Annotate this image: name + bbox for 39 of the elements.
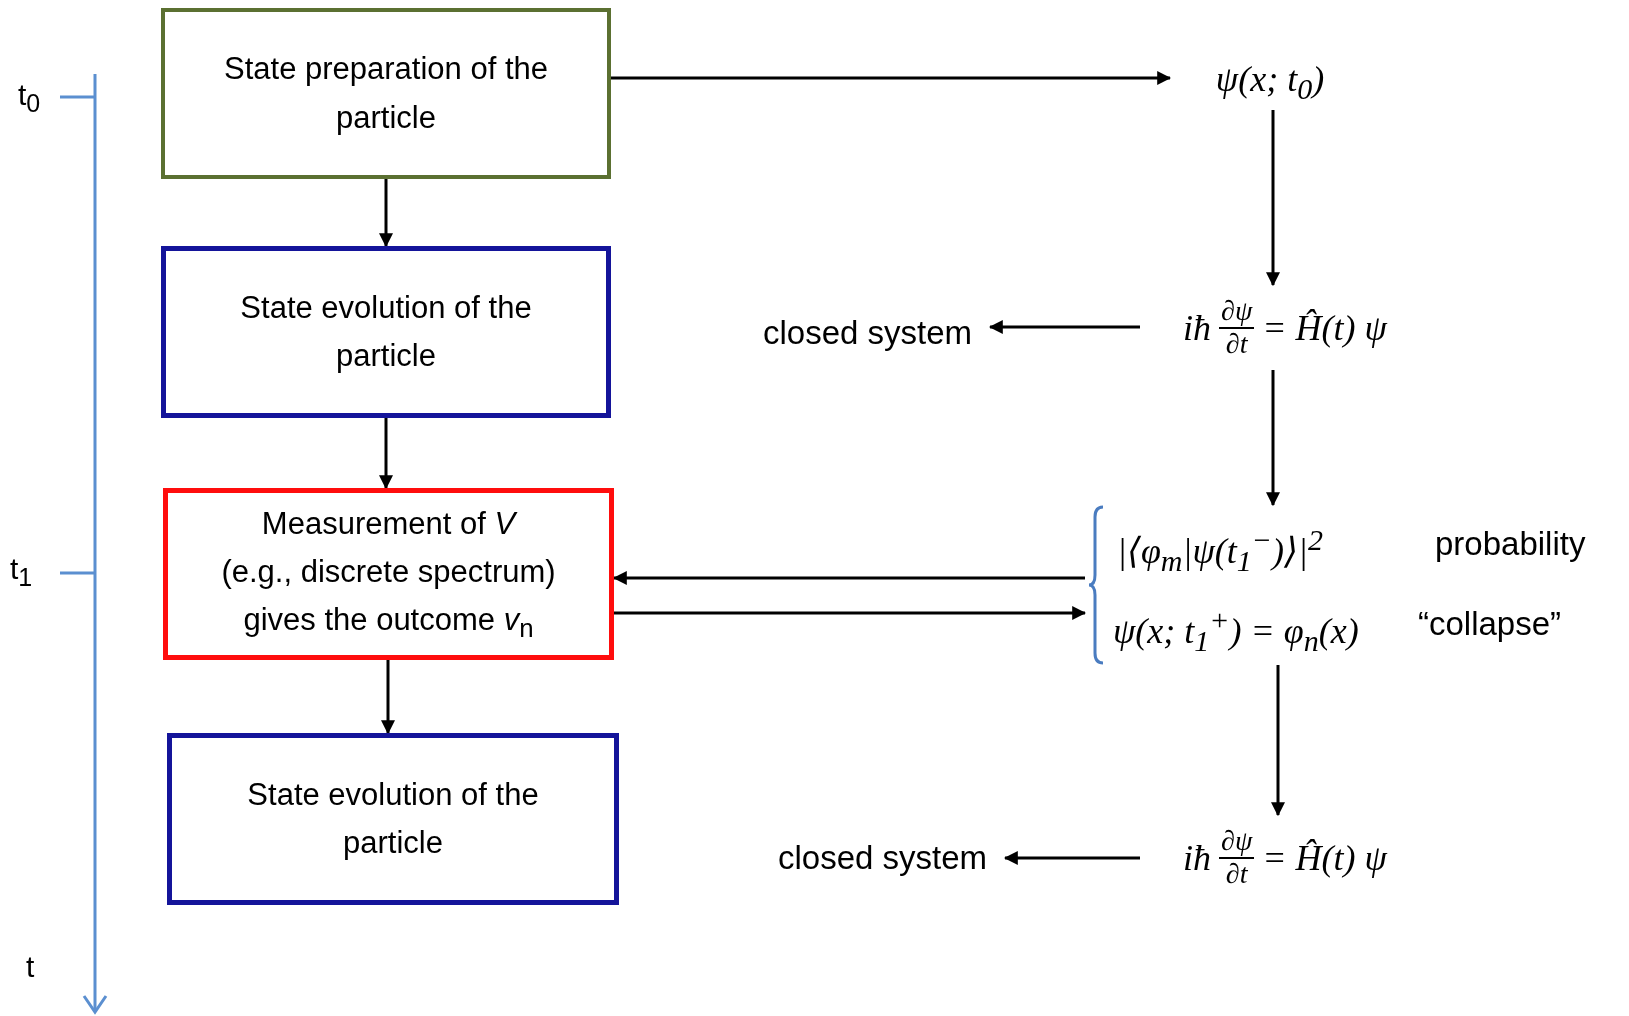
- process-box: [167, 733, 619, 905]
- box-text: Measurement of V: [261, 504, 516, 543]
- fraction-numerator: ∂ψ: [1219, 825, 1255, 859]
- box-text: State evolution of the particle: [239, 288, 533, 375]
- equation-term: iħ: [1183, 836, 1212, 879]
- time-label: t$_{1}$: [10, 552, 33, 592]
- fraction-denominator: ∂t: [1225, 328, 1248, 360]
- arrow: [1266, 110, 1280, 287]
- fraction-denominator: ∂t: [1225, 858, 1248, 890]
- box-text: gives the outcome v$_{n}$: [243, 600, 534, 645]
- equation-term: = Ĥ(t) ψ: [1262, 836, 1387, 879]
- process-box: [161, 8, 611, 179]
- math-formula: ψ(x; t$_{1}$$^{+}$) = φ$_{n}$(x): [1113, 603, 1359, 659]
- text-label: “collapse”: [1418, 605, 1562, 643]
- box-text: (e.g., discrete spectrum): [221, 552, 556, 591]
- arrow: [379, 179, 393, 248]
- arrow: [611, 71, 1172, 85]
- arrow: [612, 571, 1085, 585]
- arrow: [614, 606, 1087, 620]
- box-text: State preparation of the particle: [223, 50, 549, 137]
- equation-term: = Ĥ(t) ψ: [1262, 306, 1387, 349]
- time-label: t: [26, 950, 35, 984]
- math-formula: |⟨φ$_{m}$|ψ(t$_{1}$$^{−}$)⟩|$^{2}$: [1117, 523, 1323, 579]
- text-label: probability: [1435, 525, 1586, 563]
- time-label: t$_{0}$: [18, 78, 41, 118]
- text-label: closed system: [760, 830, 1005, 885]
- process-box: [163, 488, 614, 660]
- arrow: [1266, 370, 1280, 507]
- arrow: [381, 660, 395, 735]
- arrow: [1271, 665, 1285, 817]
- text-label: closed system: [745, 305, 990, 360]
- box-text: State evolution of the particle: [246, 775, 540, 862]
- fraction-numerator: ∂ψ: [1219, 295, 1255, 329]
- arrow: [1003, 851, 1140, 865]
- arrow: [379, 418, 393, 490]
- math-formula: ψ(x; t$_{0}$): [1170, 48, 1370, 110]
- process-box: [161, 246, 611, 418]
- arrow: [988, 320, 1140, 334]
- equation-term: iħ: [1183, 306, 1212, 349]
